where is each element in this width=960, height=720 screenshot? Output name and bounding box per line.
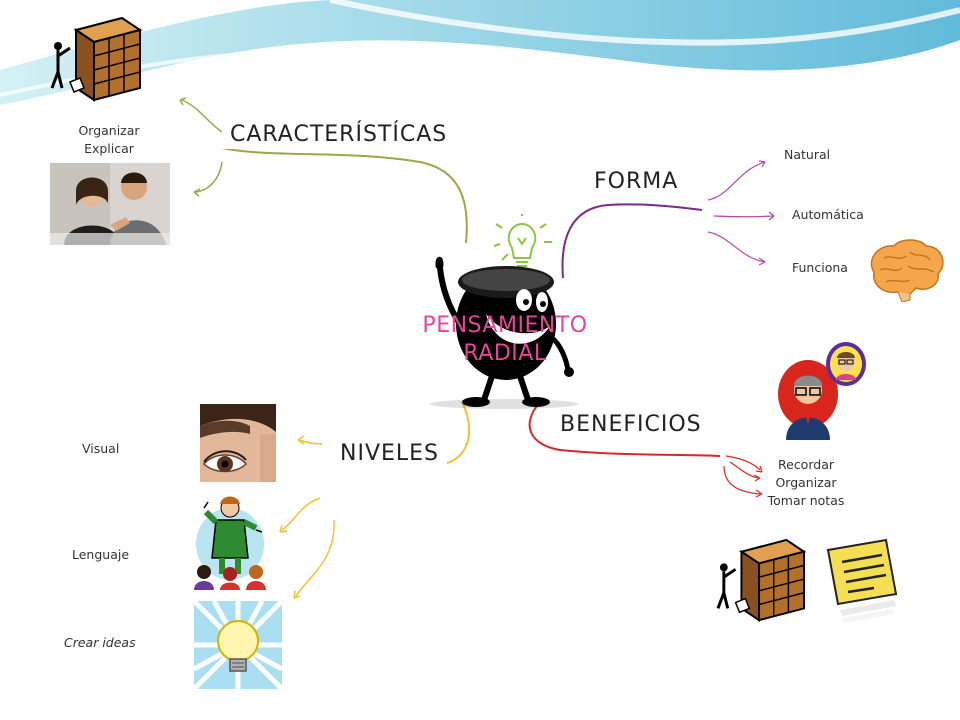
thinking-people-icon: [778, 342, 866, 440]
eye-photo-icon: [200, 404, 276, 482]
branch-caracteristicas: CARACTERÍSTÍCAS: [222, 120, 456, 149]
item-funciona: Funciona: [792, 260, 848, 275]
item-visual: Visual: [82, 441, 120, 456]
center-title-line1: PENSAMIENTO: [422, 313, 588, 338]
item-tomar-notas: Tomar notas: [767, 493, 845, 508]
filing-cabinet-icon: [50, 16, 143, 102]
connector-caracteristicas: [221, 147, 468, 244]
item-automatica: Automática: [792, 207, 864, 222]
item-lenguaje: Lenguaje: [72, 547, 130, 562]
caracteristicas-items: Organizar Explicar: [68, 122, 150, 158]
center-title: PENSAMIENTO RADIAL: [400, 312, 610, 368]
branch-niveles: NIVELES: [332, 439, 448, 468]
branch-beneficios: BENEFICIOS: [552, 410, 710, 439]
beneficios-items: Recordar Organizar Tomar notas: [756, 456, 856, 510]
filing-cabinet-icon: [716, 538, 807, 622]
center-title-line2: RADIAL: [463, 341, 547, 366]
lightbulb-idea-icon: [194, 601, 282, 689]
sticky-note-icon: [826, 538, 898, 623]
smiley-character-icon: [430, 214, 578, 409]
branch-forma: FORMA: [586, 167, 687, 196]
top-wave: [0, 0, 960, 105]
connector-niveles: [439, 401, 471, 466]
item-organizar-2: Organizar: [775, 475, 837, 490]
item-organizar: Organizar: [78, 123, 140, 138]
meeting-photo-icon: [50, 163, 170, 245]
item-explicar: Explicar: [84, 141, 134, 156]
item-recordar: Recordar: [778, 457, 834, 472]
item-natural: Natural: [784, 147, 831, 162]
speaker-audience-icon: [194, 496, 266, 590]
item-crear-ideas: Crear ideas: [64, 635, 136, 650]
brain-icon: [870, 239, 944, 302]
connector-beneficios: [528, 401, 721, 457]
connector-forma: [561, 203, 703, 279]
